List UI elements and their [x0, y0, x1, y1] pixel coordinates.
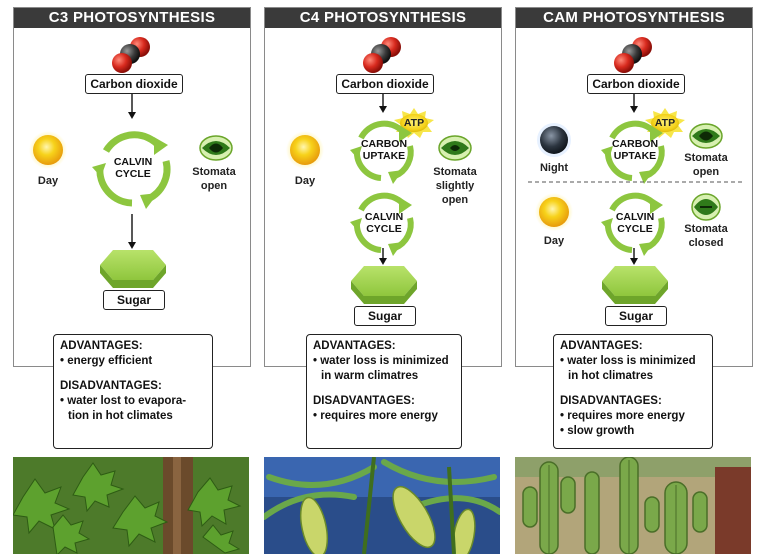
cam-plant-photo [515, 457, 751, 554]
c4-advantages-box: ADVANTAGES: water loss is minimized in w… [306, 334, 462, 449]
cam-arrow-out [630, 248, 638, 265]
c4-uptake-line2: UPTAKE [362, 150, 406, 162]
sugar-hexagon-icon [351, 266, 417, 304]
c3-cycle-line1: CALVIN [113, 156, 153, 168]
cam-atp-label: ATP [654, 117, 676, 129]
c4-cycle-label: CALVIN CYCLE [358, 211, 410, 235]
cam-cycle-label: CALVIN CYCLE [609, 211, 661, 235]
c3-title: C3 PHOTOSYNTHESIS [14, 8, 250, 28]
c3-carbon-dioxide-label: Carbon dioxide [85, 74, 183, 94]
cycle-arrows-icon [601, 120, 665, 184]
moon-icon [537, 123, 571, 157]
c4-arrow-out [379, 248, 387, 265]
c4-advantage-1-cont: in warm climatres [321, 370, 419, 382]
sun-icon [535, 193, 573, 231]
stomata-icon [691, 193, 721, 221]
cam-cycle-line2: CYCLE [617, 223, 653, 235]
c4-stomata-line1: Stomata [433, 166, 477, 178]
cam-day-label: Day [543, 235, 565, 247]
c4-cycle-line2: CYCLE [366, 223, 402, 235]
cam-stomata-bottom-line2: closed [688, 237, 724, 249]
c4-title: C4 PHOTOSYNTHESIS [265, 8, 501, 28]
cam-stomata-bottom-line1: Stomata [684, 223, 728, 235]
c3-stomata-label: Stomata open [184, 165, 244, 193]
c3-arrow-out [128, 214, 136, 249]
c3-advantages-heading: ADVANTAGES: [60, 340, 143, 352]
cycle-arrows-icon [92, 131, 171, 209]
c4-disadvantage-1: requires more energy [313, 409, 455, 424]
c3-arrow-in [128, 94, 136, 119]
stomata-icon [689, 123, 723, 149]
cam-stomata-top-line2: open [692, 166, 720, 178]
co2-molecule-icon [363, 37, 401, 73]
c4-stomata-line3: open [441, 194, 469, 206]
cam-stomata-top-line1: Stomata [684, 152, 728, 164]
stomata-icon [438, 135, 472, 161]
cam-cycle-line1: CALVIN [615, 211, 655, 223]
c3-stomata-line1: Stomata [192, 166, 236, 178]
c3-stomata-line2: open [200, 180, 228, 192]
cam-uptake-line1: CARBON [611, 138, 659, 150]
c4-stomata-line2: slightly [435, 180, 475, 192]
cam-night-label: Night [539, 162, 569, 174]
c4-stomata-label: Stomata slightly open [423, 165, 487, 207]
c4-atp-label: ATP [403, 117, 425, 129]
c3-cycle-line2: CYCLE [115, 168, 151, 180]
cam-panel: CAM PHOTOSYNTHESIS Carbon dioxide ATP CA… [515, 7, 753, 367]
sun-icon [29, 131, 67, 169]
cam-stomata-top-label: Stomata open [674, 151, 738, 179]
c3-plant-photo [13, 457, 249, 554]
cam-advantages-heading: ADVANTAGES: [560, 340, 643, 352]
c3-advantage-1: energy efficient [60, 354, 206, 369]
cam-title: CAM PHOTOSYNTHESIS [516, 8, 752, 28]
c4-panel: C4 PHOTOSYNTHESIS Carbon dioxide ATP CAR… [264, 7, 502, 367]
cam-uptake-label: CARBON UPTAKE [609, 138, 661, 162]
cam-sugar-label: Sugar [605, 306, 667, 326]
co2-molecule-icon [614, 37, 652, 73]
c4-arrow-in [379, 94, 387, 113]
co2-molecule-icon [112, 37, 150, 73]
c3-sugar-label: Sugar [103, 290, 165, 310]
cycle-arrows-icon [350, 120, 414, 184]
c4-sugar-label: Sugar [354, 306, 416, 326]
stomata-icon [199, 135, 233, 161]
c4-uptake-line1: CARBON [360, 138, 408, 150]
cam-disadvantage-2: slow growth [560, 424, 706, 439]
cam-stomata-bottom-label: Stomata closed [674, 222, 738, 250]
cam-uptake-line2: UPTAKE [613, 150, 657, 162]
night-day-divider [528, 181, 742, 183]
c3-cycle-label: CALVIN CYCLE [107, 156, 159, 180]
c4-advantages-heading: ADVANTAGES: [313, 340, 396, 352]
sugar-hexagon-icon [100, 250, 166, 288]
c4-carbon-dioxide-label: Carbon dioxide [336, 74, 434, 94]
cam-disadvantages-heading: DISADVANTAGES: [560, 395, 662, 407]
c4-plant-photo [264, 457, 500, 554]
c3-disadvantage-1-cont: tion in hot climates [68, 410, 173, 422]
cam-arrow-in [630, 94, 638, 113]
c3-panel: C3 PHOTOSYNTHESIS Carbon dioxide Day CAL… [13, 7, 251, 367]
cycle-arrows-icon [350, 192, 414, 256]
c4-disadvantages-heading: DISADVANTAGES: [313, 395, 415, 407]
c3-advantages-box: ADVANTAGES: energy efficient DISADVANTAG… [53, 334, 213, 449]
cam-carbon-dioxide-label: Carbon dioxide [587, 74, 685, 94]
c4-cycle-line1: CALVIN [364, 211, 404, 223]
cam-advantages-box: ADVANTAGES: water loss is minimized in h… [553, 334, 713, 449]
sun-icon [286, 131, 324, 169]
cam-disadvantage-1: requires more energy [560, 409, 706, 424]
c4-uptake-label: CARBON UPTAKE [358, 138, 410, 162]
cam-advantage-1: water loss is minimized [560, 354, 706, 369]
c3-disadvantage-1: water lost to evapora- [60, 394, 206, 409]
cycle-arrows-icon [601, 192, 665, 256]
c3-disadvantages-heading: DISADVANTAGES: [60, 380, 162, 392]
sugar-hexagon-icon [602, 266, 668, 304]
c4-advantage-1: water loss is minimized [313, 354, 455, 369]
cam-advantage-1-cont: in hot climatres [568, 370, 653, 382]
c3-day-label: Day [37, 175, 59, 187]
c4-day-label: Day [294, 175, 316, 187]
